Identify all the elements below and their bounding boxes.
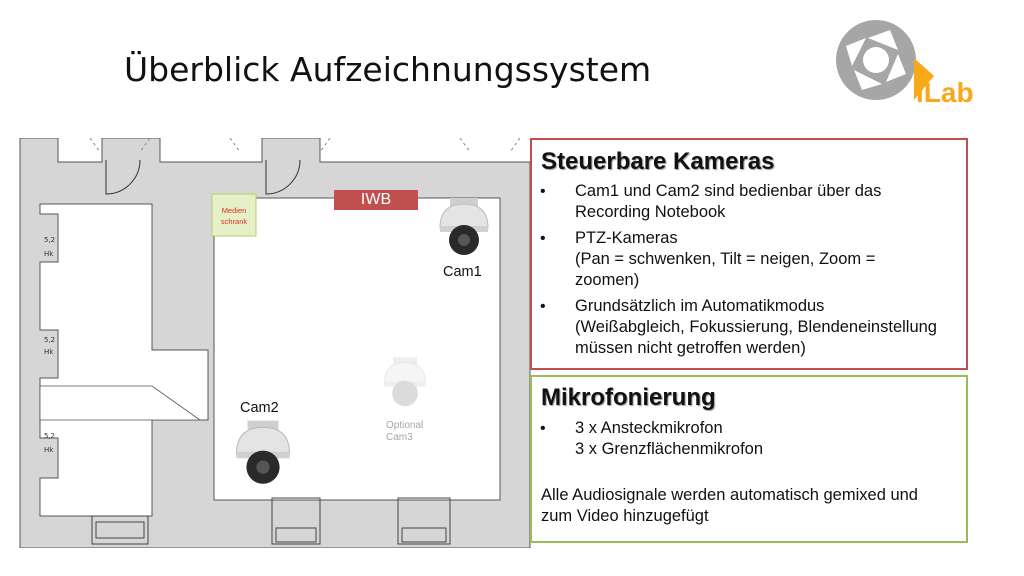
svg-text:5,2: 5,2 bbox=[44, 336, 55, 344]
cam1-camera-icon bbox=[439, 198, 489, 255]
cam2-camera-icon bbox=[235, 420, 291, 484]
cam3-optional-label: Optional Cam3 bbox=[386, 420, 424, 443]
microphones-bullets: 3 x Ansteckmikrofon 3 x Grenzflächenmikr… bbox=[538, 418, 958, 465]
cam2-label: Cam2 bbox=[240, 400, 279, 416]
bullet-item: 3 x Ansteckmikrofon 3 x Grenzflächenmikr… bbox=[538, 418, 958, 460]
svg-text:Hk: Hk bbox=[44, 446, 54, 454]
doors bbox=[105, 159, 301, 195]
corridor-wedge bbox=[39, 385, 202, 421]
iwb-board bbox=[334, 190, 418, 210]
windows bbox=[91, 497, 451, 545]
medien-schrank bbox=[211, 193, 257, 237]
svg-text:Hk: Hk bbox=[44, 348, 54, 356]
cam1-label: Cam1 bbox=[443, 264, 482, 280]
left-room bbox=[39, 203, 209, 517]
bullet-item: PTZ-Kameras (Pan = schwenken, Tilt = nei… bbox=[538, 228, 958, 291]
ilab-logo-text: iLab bbox=[916, 77, 974, 108]
cameras-bullets: Cam1 und Cam2 sind bedienbar über das Re… bbox=[538, 181, 958, 364]
room-tags: 5,2Hk 5,2Hk 5,2Hk bbox=[44, 236, 55, 454]
iwb-label: IWB bbox=[360, 191, 392, 208]
svg-text:Hk: Hk bbox=[44, 250, 54, 258]
svg-text:5,2: 5,2 bbox=[44, 432, 55, 440]
cam3-optional-camera-icon bbox=[383, 357, 427, 407]
aperture-icon bbox=[836, 20, 934, 100]
microphones-box: Mikrofonierung 3 x Ansteckmikrofon 3 x G… bbox=[530, 375, 968, 543]
cameras-box: Steuerbare Kameras Cam1 und Cam2 sind be… bbox=[530, 138, 968, 370]
svg-text:5,2: 5,2 bbox=[44, 236, 55, 244]
dashed-marks bbox=[89, 138, 521, 153]
slide-title: Überblick Aufzeichnungssystem bbox=[124, 50, 652, 89]
medien-label: Medien schrank bbox=[220, 206, 248, 226]
ilab-logo: iLab bbox=[836, 20, 974, 108]
microphones-heading: Mikrofonierung bbox=[541, 384, 716, 411]
bullet-item: Grundsätzlich im Automatikmodus (Weißabg… bbox=[538, 296, 958, 359]
cameras-heading: Steuerbare Kameras bbox=[541, 148, 775, 175]
bullet-item: Cam1 und Cam2 sind bedienbar über das Re… bbox=[538, 181, 958, 223]
audio-note: Alle Audiosignale werden automatisch gem… bbox=[541, 486, 918, 525]
